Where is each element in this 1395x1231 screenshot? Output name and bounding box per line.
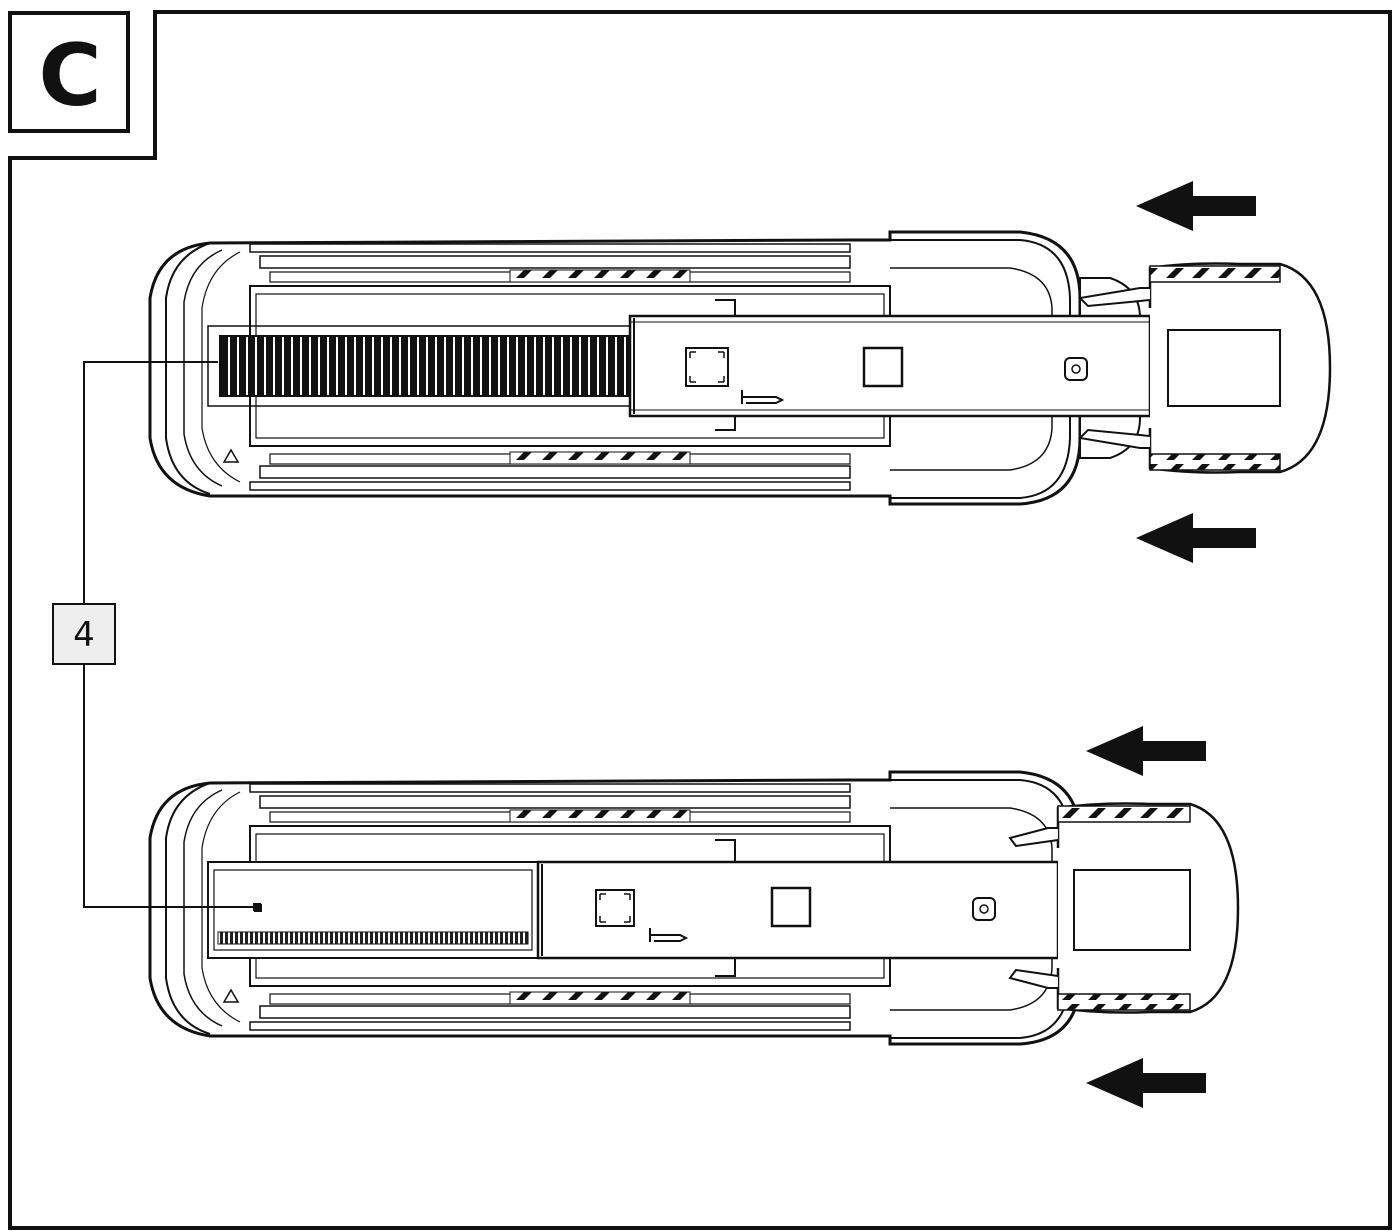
pull-handle-extended [1008,802,1240,1014]
arrow-left-icon [1086,1058,1206,1108]
arrow-left-icon [1136,513,1256,563]
callout-leader-dot [253,903,261,911]
arrow-left-icon [1086,726,1206,776]
staple-strip-full [219,335,629,397]
magazine-slider-extended [536,839,1060,977]
callout-number: 4 [73,615,95,655]
callout-box: 4 [52,603,116,665]
section-badge: C [8,11,130,133]
callout-leader [83,361,256,908]
staple-strip-low [217,931,529,945]
stapler-open [148,770,1240,1046]
section-letter: C [38,26,101,126]
arrow-left-icon [1136,181,1256,231]
stapler-loaded [148,230,1332,506]
magazine-slider [628,299,1152,431]
pull-handle [1077,262,1332,474]
